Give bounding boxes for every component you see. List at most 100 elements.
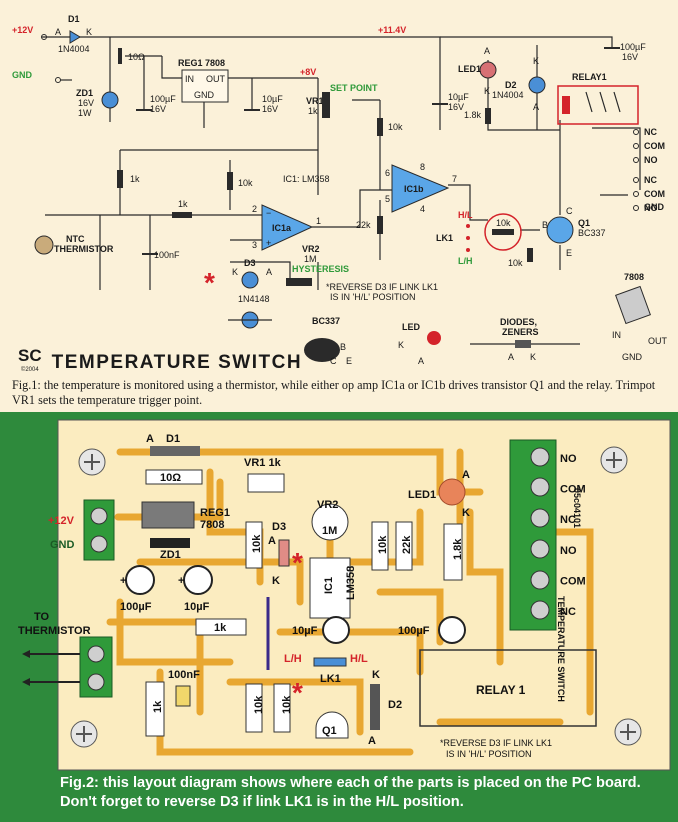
wire-cap100a — [125, 55, 145, 110]
pcb-reg1: REG1 — [200, 507, 230, 519]
r1k-b-label: 1k — [178, 199, 188, 209]
r10k-d-symbol — [527, 248, 533, 262]
led1-footprint — [438, 478, 466, 506]
pcb-r1k: 1k — [214, 622, 227, 634]
ntc-thermistor-symbol — [34, 235, 54, 255]
terminal-block-thermistor — [22, 636, 113, 698]
pcb-r10k-a: 10k — [251, 534, 263, 553]
schematic-diagram: +12V GND +11.4V +8V D1 1N4004 A K 10Ω ZD… — [12, 14, 668, 366]
relay1-highlight-box — [557, 85, 639, 125]
c10a-footprint — [183, 565, 213, 595]
ic1a-pin1: 1 — [316, 216, 321, 226]
relay-terminal-label: NC — [560, 514, 576, 526]
r18k-label: 1.8k — [464, 110, 482, 120]
r22k-footprint — [395, 521, 413, 571]
pcb-vr1: VR1 1k — [244, 457, 282, 469]
d1-k: K — [86, 27, 92, 37]
ic-label: IC1: LM358 — [283, 174, 330, 184]
relay-contact-label: NO — [644, 155, 658, 165]
pcb-r10k-d: 10k — [281, 695, 293, 714]
vr2-value: 1M — [304, 254, 317, 264]
ic1b-opamp — [391, 164, 450, 213]
zd1-label: ZD1 — [76, 88, 93, 98]
relay-contact-terminal — [633, 191, 639, 197]
schematic-title: TEMPERATURE SWITCH — [51, 352, 303, 373]
pcb-r10k-b: 10k — [377, 535, 389, 554]
q1-c: C — [566, 206, 573, 216]
legend-bc337-c: C — [330, 356, 337, 366]
reverse-note-2: IS IN 'H/L' POSITION — [330, 292, 415, 302]
d2-type: 1N4004 — [492, 90, 524, 100]
ic1-footprint — [309, 557, 351, 619]
r10k-b-symbol — [227, 172, 233, 190]
legend-led-a: A — [418, 356, 424, 366]
pcb-thermistor: THERMISTOR — [18, 625, 91, 637]
wire-led-relay — [487, 60, 560, 131]
d3-attention-star: * — [204, 267, 215, 298]
pcb-d3-star: * — [292, 547, 303, 578]
pcb-c10b: 10µF — [292, 625, 318, 637]
r10k-d-footprint — [273, 683, 291, 733]
c100n-label: 100nF — [154, 250, 180, 260]
reg1-out: OUT — [206, 74, 226, 84]
mounting-screw-icon — [70, 446, 642, 748]
lk1-lh-label: L/H — [458, 256, 473, 266]
c10a-voltage: 16V — [262, 104, 278, 114]
ic1b-pin4: 4 — [420, 204, 425, 214]
q1-e: E — [566, 248, 572, 258]
diode-package-icon — [515, 340, 531, 348]
d3-type: 1N4148 — [238, 294, 270, 304]
schematic-title-block: SC ©2004 TEMPERATURE SWITCH — [18, 346, 303, 377]
rail-label-8v: +8V — [300, 67, 316, 77]
zd1-footprint — [150, 538, 190, 548]
pcb-r18k: 1.8k — [452, 538, 464, 560]
c100b-footprint — [438, 616, 466, 644]
d2-label: D2 — [505, 80, 517, 90]
c10b-footprint — [322, 616, 350, 644]
relay-gnd-label: GND — [644, 202, 665, 212]
reg1-box — [181, 69, 229, 103]
wire-d3-vr2 — [230, 261, 291, 285]
pcb-board-code: 05c04101 — [572, 488, 582, 528]
r1k-b-symbol — [172, 212, 192, 218]
r10k-b-label: 10k — [238, 178, 253, 188]
d2-k: K — [533, 56, 539, 66]
rail-wire-relay — [440, 36, 613, 48]
pcb-d3: D3 — [272, 521, 286, 533]
r18k-footprint — [443, 523, 463, 581]
legend-in: IN — [612, 330, 621, 340]
c100n-footprint — [175, 685, 191, 707]
pcb-r22k: 22k — [401, 535, 413, 554]
relay-terminal-label: COM — [560, 484, 586, 496]
vr2-label: VR2 — [302, 244, 320, 254]
ic1a-label: IC1a — [272, 223, 292, 233]
d1-diode-symbol — [69, 30, 81, 44]
d3-a: A — [266, 267, 272, 277]
wire-reg-in — [161, 56, 182, 79]
pcb-led1-k: K — [462, 507, 470, 519]
d2-a: A — [533, 102, 539, 112]
svg-text:+: + — [266, 238, 271, 248]
c10b-voltage: 16V — [448, 102, 464, 112]
d1-footprint — [150, 446, 200, 456]
sc-logo: SC ©2004 — [18, 346, 42, 373]
r1k-a-symbol — [117, 170, 123, 188]
pcb-q1: Q1 — [322, 725, 337, 737]
d1-type: 1N4004 — [58, 44, 90, 54]
relay-contact-label: COM — [644, 141, 665, 151]
d1-label: D1 — [68, 14, 80, 24]
pcb-plus-b: + — [178, 575, 184, 587]
c100a-footprint — [125, 565, 155, 595]
fig2-caption: Fig.2: this layout diagram shows where e… — [60, 775, 641, 810]
r10k-d-label: 10k — [508, 258, 523, 268]
pcb-board-name: TEMPERATURE SWITCH — [556, 596, 566, 702]
c10b-label: 10µF — [448, 92, 469, 102]
r10k-a-footprint — [245, 521, 263, 569]
wire-relay-contacts — [592, 127, 641, 190]
relay-terminal-label: COM — [560, 575, 586, 587]
legend-7808-label: 7808 — [624, 272, 644, 282]
terminal-block-power — [83, 499, 115, 561]
